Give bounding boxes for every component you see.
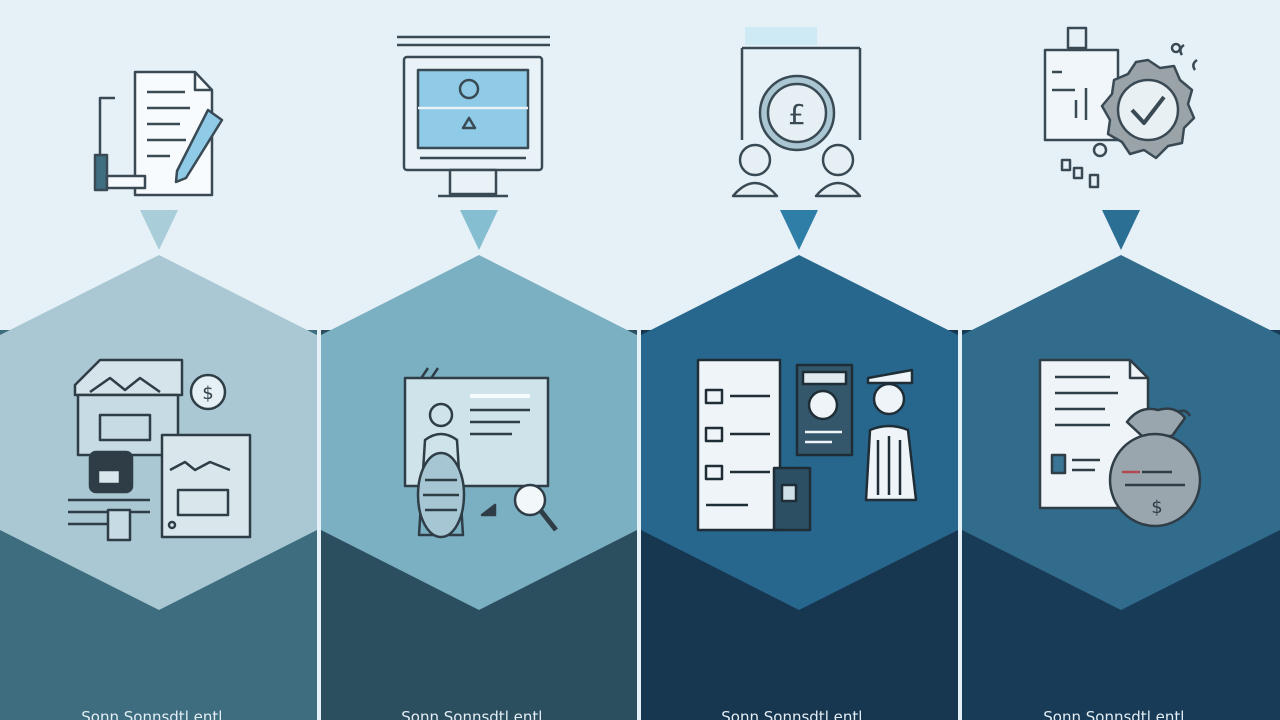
step-2: Sonn Sonnsdtl entl... [321, 35, 637, 720]
document-money-bag-icon: $ [1038, 358, 1202, 528]
approval-badge-icon [1043, 26, 1198, 189]
coin-people-icon: £ [731, 27, 862, 198]
svg-text:$: $ [202, 383, 213, 404]
passport-officer-icon [696, 358, 918, 532]
step-1-caption: Sonn Sonnsdtl entl... [81, 708, 236, 720]
monitor-icon [397, 35, 550, 198]
step-4-caption: Sonn Sonnsdtl entl... [1043, 708, 1198, 720]
step-3-pointer [780, 210, 818, 250]
boxes-money-icon: $ [68, 358, 252, 542]
step-4: $ Sonn Sonnsdtl entl... [962, 26, 1280, 720]
step-1-pointer [140, 210, 178, 250]
svg-text:£: £ [788, 98, 806, 131]
step-1: $ Sonn Sonnsdtl entl... [0, 70, 317, 720]
step-2-caption: Sonn Sonnsdtl entl... [401, 708, 556, 720]
svg-text:$: $ [1151, 497, 1162, 518]
step-3-caption: Sonn Sonnsdtl entl... [721, 708, 876, 720]
step-4-pointer [1102, 210, 1140, 250]
document-pen-icon [93, 70, 224, 197]
id-card-search-icon [403, 367, 558, 539]
step-3: £ So [641, 27, 958, 720]
step-2-pointer [460, 210, 498, 250]
